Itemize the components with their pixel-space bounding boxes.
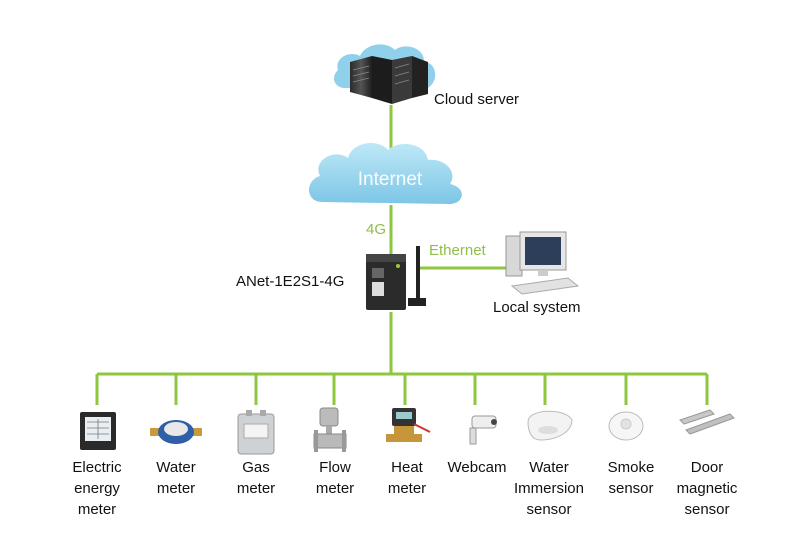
flow-meter-icon [313,407,347,452]
electric-meter-icon [80,412,116,450]
internet-cloud-icon [308,143,462,205]
webcam-icon [469,415,497,445]
gas-meter-icon [237,410,275,455]
local-system-label: Local system [493,299,581,316]
cloud-server-label: Cloud server [434,91,520,108]
smoke-sensor-icon [608,411,644,441]
water-meter-icon [150,420,202,444]
device-drop-lines [95,374,709,405]
uplink-4g-label: 4G [366,221,387,238]
water-immersion-sensor-icon [527,410,573,441]
gateway-label: ANet-1E2S1-4G [236,273,345,290]
device-label-webcam: Webcam [447,459,507,476]
ethernet-label: Ethernet [429,242,486,259]
local-system-icon [505,231,580,295]
connection-lines [95,105,709,405]
heat-meter-icon [386,408,431,442]
cloud-server-icon [334,44,436,104]
internet-label: Internet [357,169,423,190]
gateway-icon [366,246,426,310]
door-magnetic-sensor-icon [679,409,735,435]
